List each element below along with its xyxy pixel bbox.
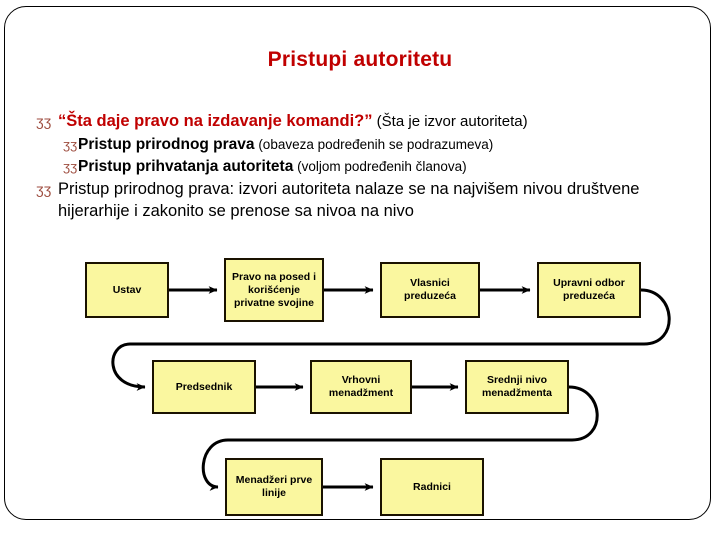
bullet-list: ʒʒ “Šta daje pravo na izdavanje komandi?”… <box>36 110 696 223</box>
bullet-text: “Šta daje pravo na izdavanje komandi?” (… <box>58 110 696 133</box>
bullet-text: Pristup prirodnog prava: izvori autorite… <box>58 178 696 222</box>
flow-node-label: Pravo na posed i korišćenje privatne svo… <box>231 270 317 309</box>
flow-node-label: Vrhovni menadžment <box>328 374 394 399</box>
flow-node-vrhovni-menadzment: Vrhovni menadžment <box>310 360 412 414</box>
bullet-ornament-icon: ʒʒ <box>63 137 78 152</box>
bullet-item: ʒʒ “Šta daje pravo na izdavanje komandi?”… <box>36 110 696 133</box>
connector-srednji-to-menadzeri <box>201 385 599 491</box>
bullet-ornament-icon: ʒʒ <box>63 159 78 174</box>
flow-node-label: Predsednik <box>175 380 233 393</box>
bullet-ornament-icon: ʒʒ <box>36 181 52 197</box>
flow-node-pravo-na-posed: Pravo na posed i korišćenje privatne svo… <box>224 258 324 322</box>
flow-node-menadzeri-prve-linije: Menadžeri prve linije <box>225 458 323 516</box>
bullet-text: Pristup prihvatanja autoriteta (voljom p… <box>78 156 696 177</box>
bullet-segment: (Šta je izvor autoriteta) <box>372 113 528 130</box>
flow-node-upravni-odbor: Upravni odbor preduzeća <box>537 262 641 318</box>
flow-node-label: Upravni odbor preduzeća <box>553 277 625 302</box>
flow-node-label: Srednji nivo menadžmenta <box>481 374 553 399</box>
bullet-text: Pristup prirodnog prava (obaveza podređe… <box>78 134 696 155</box>
flow-node-srednji-nivo-menadzmenta: Srednji nivo menadžmenta <box>465 360 569 414</box>
page-title: Pristupi autoritetu <box>267 48 453 71</box>
bullet-ornament-icon: ʒʒ <box>36 113 52 129</box>
bullet-segment: Pristup prirodnog prava: izvori autorite… <box>58 180 640 220</box>
bullet-segment: “Šta daje pravo na izdavanje komandi?” <box>58 112 373 130</box>
bullet-segment: (obaveza podređenih se podrazumeva) <box>254 137 494 152</box>
bullet-segment: Pristup prirodnog prava <box>78 136 255 153</box>
flow-node-predsednik: Predsednik <box>152 360 256 414</box>
flow-node-label: Radnici <box>413 480 451 493</box>
flow-node-label: Vlasnici preduzeća <box>404 277 456 302</box>
bullet-item: ʒʒ Pristup prirodnog prava: izvori autori… <box>36 178 696 222</box>
flow-node-label: Menadžeri prve linije <box>235 474 313 499</box>
bullet-segment: Pristup prihvatanja autoriteta <box>78 158 294 175</box>
flow-node-vlasnici-preduzeca: Vlasnici preduzeća <box>380 262 480 318</box>
bullet-segment: (voljom podređenih članova) <box>293 159 467 174</box>
flow-node-label: Ustav <box>112 283 142 296</box>
flow-node-ustav: Ustav <box>85 262 169 318</box>
connector-upravni-to-predsednik <box>111 288 671 391</box>
flow-node-radnici: Radnici <box>380 458 484 516</box>
